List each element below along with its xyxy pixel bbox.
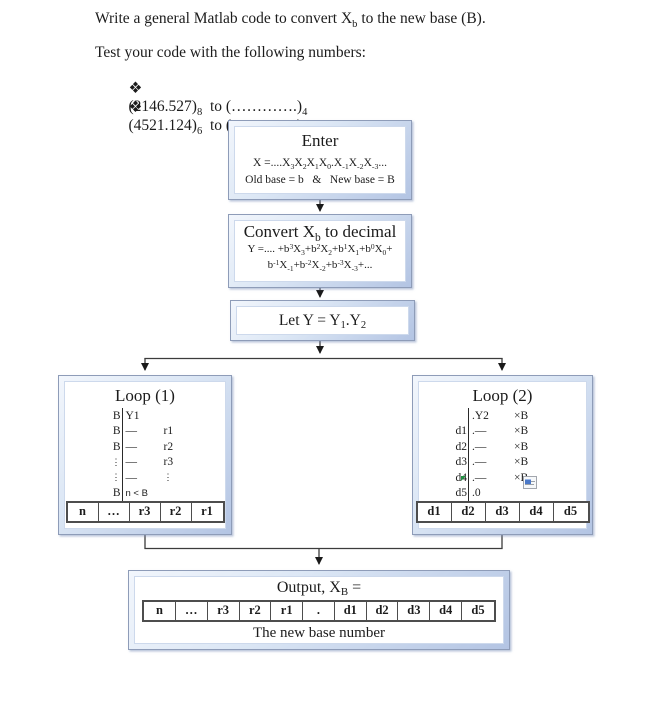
division-row: ⋮ — ⋮	[107, 470, 190, 486]
fraction: .—	[468, 454, 504, 470]
paste-icon-line	[525, 484, 534, 485]
times-b: ×B	[514, 425, 529, 438]
diamond-bullet-icon: ❖	[128, 99, 143, 116]
remainder: r1	[163, 425, 174, 438]
table-cell: d4	[520, 503, 554, 521]
assignment-instruction: Write a general Matlab code to convert X…	[95, 10, 486, 30]
fraction: .—	[468, 439, 504, 455]
times-b: ×B	[514, 409, 529, 422]
paste-icon-blue-block	[525, 479, 531, 485]
table-cell: d5	[471, 602, 485, 617]
table-cell: r1	[201, 504, 213, 518]
dividend: Y1	[121, 408, 164, 424]
convert-formula-line1: Y =.... +b3X3+b2X2+b1X1+b0X0+	[247, 241, 393, 257]
times-b: ×B	[514, 456, 529, 469]
stop-condition: n < B	[121, 485, 164, 501]
output-digits-table: n … r3 r2 r1 . d1 d2 d3 d4 d5	[142, 599, 496, 622]
table-cell: r3	[130, 503, 161, 521]
table-cell: d1	[335, 601, 367, 620]
smart-tag-marker	[461, 476, 466, 481]
table-cell: r3	[208, 601, 240, 620]
fraction: .—	[468, 470, 504, 486]
division-row: B — r1	[107, 423, 190, 439]
table-cell: d3	[486, 503, 520, 521]
remainder: r3	[163, 456, 174, 469]
table-cell: d2	[367, 601, 399, 620]
divisor: B	[112, 487, 121, 500]
diamond-bullet-icon: ❖	[128, 80, 143, 97]
division-row: B Y1	[107, 408, 190, 424]
multiplication-row: d1 .— ×B	[449, 423, 540, 439]
paste-icon-line	[531, 481, 535, 482]
let-y-text: Let Y = Y1.Y2	[278, 311, 367, 332]
let-y-box: Let Y = Y1.Y2	[230, 300, 415, 341]
test-case-1-text: (2146.527)8 to (………….)4	[128, 98, 308, 118]
table-cell: r1	[271, 601, 304, 620]
table-cell: …	[176, 601, 208, 620]
division-row: B n < B	[107, 485, 190, 501]
quotient: —	[121, 454, 164, 470]
output-title: Output, XB =	[276, 578, 362, 599]
table-cell: n	[144, 601, 176, 620]
table-cell: d1	[418, 503, 452, 521]
table-cell: n	[68, 503, 99, 521]
table-cell: r2	[240, 601, 272, 620]
table-cell: d3	[398, 601, 431, 620]
enter-formula: X =....X3X2X1X0.X-1X-2X-3...	[252, 157, 388, 171]
output-box: Output, XB = n … r3 r2 r1 . d1 d2 d3 d4 …	[128, 570, 510, 650]
digit-label: d5	[455, 487, 468, 500]
divisor: B	[112, 409, 121, 422]
fraction: .Y2	[468, 408, 504, 424]
vertical-ellipsis: ⋮	[163, 472, 173, 483]
division-row: ⋮ — r3	[107, 454, 190, 470]
table-cell: d2	[452, 503, 486, 521]
loop2-multiplication: .Y2 ×B d1 .— ×B d2 .— ×B d3 .— ×B	[449, 408, 540, 501]
convert-formula-line2: b-1X-1+b-2X-2+b-3X-3+...	[267, 257, 373, 273]
table-cell: d5	[563, 504, 578, 518]
enter-bases: Old base = b & New base = B	[245, 173, 395, 186]
enter-box: Enter X =....X3X2X1X0.X-1X-2X-3... Old b…	[228, 120, 412, 200]
loop2-result-table: d1 d2 d3 d4 d5	[415, 501, 590, 523]
radix-point-cell: .	[303, 601, 335, 620]
vertical-ellipsis: ⋮	[111, 472, 121, 483]
enter-title: Enter	[301, 131, 339, 150]
loop1-division: B Y1 B — r1 B — r2 ⋮ — r3	[107, 408, 190, 501]
multiplication-row: .Y2 ×B	[449, 408, 540, 424]
test-intro: Test your code with the following number…	[95, 44, 366, 61]
loop1-result-table: n … r3 r2 r1	[65, 501, 225, 523]
table-cell: …	[99, 503, 130, 521]
loop2-box: Loop (2) .Y2 ×B d1 .— ×B d2 .— ×B	[412, 375, 593, 535]
table-cell: r2	[161, 503, 192, 521]
convert-box: Convert Xb to decimal Y =.... +b3X3+b2X2…	[228, 214, 412, 288]
digit-label: d1	[455, 425, 468, 438]
loop2-title: Loop (2)	[472, 386, 533, 405]
quotient: —	[121, 439, 164, 455]
multiplication-row: d5 .0	[449, 485, 540, 501]
output-caption: The new base number	[252, 624, 386, 641]
convert-title: Convert Xb to decimal	[243, 222, 397, 245]
paste-options-icon[interactable]	[523, 476, 537, 489]
quotient: —	[121, 470, 164, 486]
divisor: B	[112, 425, 121, 438]
remainder: r2	[163, 440, 174, 453]
multiplication-row: d3 .— ×B	[449, 454, 540, 470]
loop1-box: Loop (1) B Y1 B — r1 B — r2 ⋮	[58, 375, 232, 535]
digit-label: d3	[455, 456, 468, 469]
test-case-1: ❖ (2146.527)8 to (………….)4	[113, 61, 308, 134]
loop1-title: Loop (1)	[115, 386, 175, 405]
fraction: .—	[468, 423, 504, 439]
division-row: B — r2	[107, 439, 190, 455]
multiplication-row: d2 .— ×B	[449, 439, 540, 455]
vertical-ellipsis: ⋮	[111, 456, 121, 467]
digit-label: d2	[455, 440, 468, 453]
times-b: ×B	[514, 440, 529, 453]
quotient: —	[121, 423, 164, 439]
table-cell: d4	[430, 601, 463, 620]
fraction: .0	[468, 485, 504, 501]
divisor: B	[112, 440, 121, 453]
